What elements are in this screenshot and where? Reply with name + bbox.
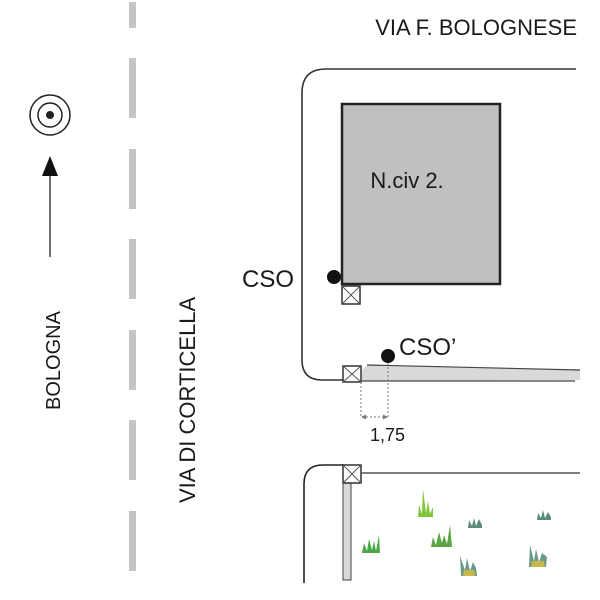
road-dash — [129, 58, 136, 118]
cso-prime-label: CSO’ — [399, 334, 456, 361]
curb-lower-block — [303, 464, 344, 583]
street-label-top: VIA F. BOLOGNESE — [375, 15, 577, 40]
road-dash — [129, 239, 136, 299]
pillar-marker — [341, 285, 361, 305]
road-centerline — [129, 2, 136, 571]
dimension-marker — [360, 363, 389, 418]
pillar-marker — [342, 365, 362, 383]
dimension-value: 1,75 — [370, 425, 405, 445]
target-icon — [29, 94, 71, 136]
road-dash — [129, 149, 136, 209]
pillar-marker — [342, 464, 362, 484]
lower-sidewalk — [342, 482, 352, 581]
cso-point[interactable] — [327, 270, 341, 284]
road-dash — [129, 420, 136, 480]
dimension-arrowhead — [383, 414, 388, 420]
building[interactable] — [340, 102, 502, 286]
grass-icon — [362, 535, 380, 553]
grass-icon — [468, 518, 482, 528]
grass-icon — [431, 525, 452, 547]
road-dash — [129, 330, 136, 390]
grass-icon — [537, 510, 551, 520]
sidewalk-edge — [366, 364, 581, 371]
curb-upper-block — [301, 68, 576, 381]
grass-icon — [418, 489, 433, 517]
building-label: N.civ 2. — [370, 168, 443, 193]
dimension-arrowhead — [361, 414, 366, 420]
road-dash — [129, 2, 136, 28]
grass-icon — [460, 556, 477, 576]
street-label-left: VIA DI CORTICELLA — [175, 296, 200, 503]
cso-prime-point[interactable] — [381, 349, 395, 363]
grass-icon — [529, 545, 547, 567]
road-dash — [129, 511, 136, 571]
direction-label: BOLOGNA — [43, 310, 65, 410]
arrow-up-icon — [42, 156, 58, 257]
cso-label: CSO — [242, 266, 294, 293]
